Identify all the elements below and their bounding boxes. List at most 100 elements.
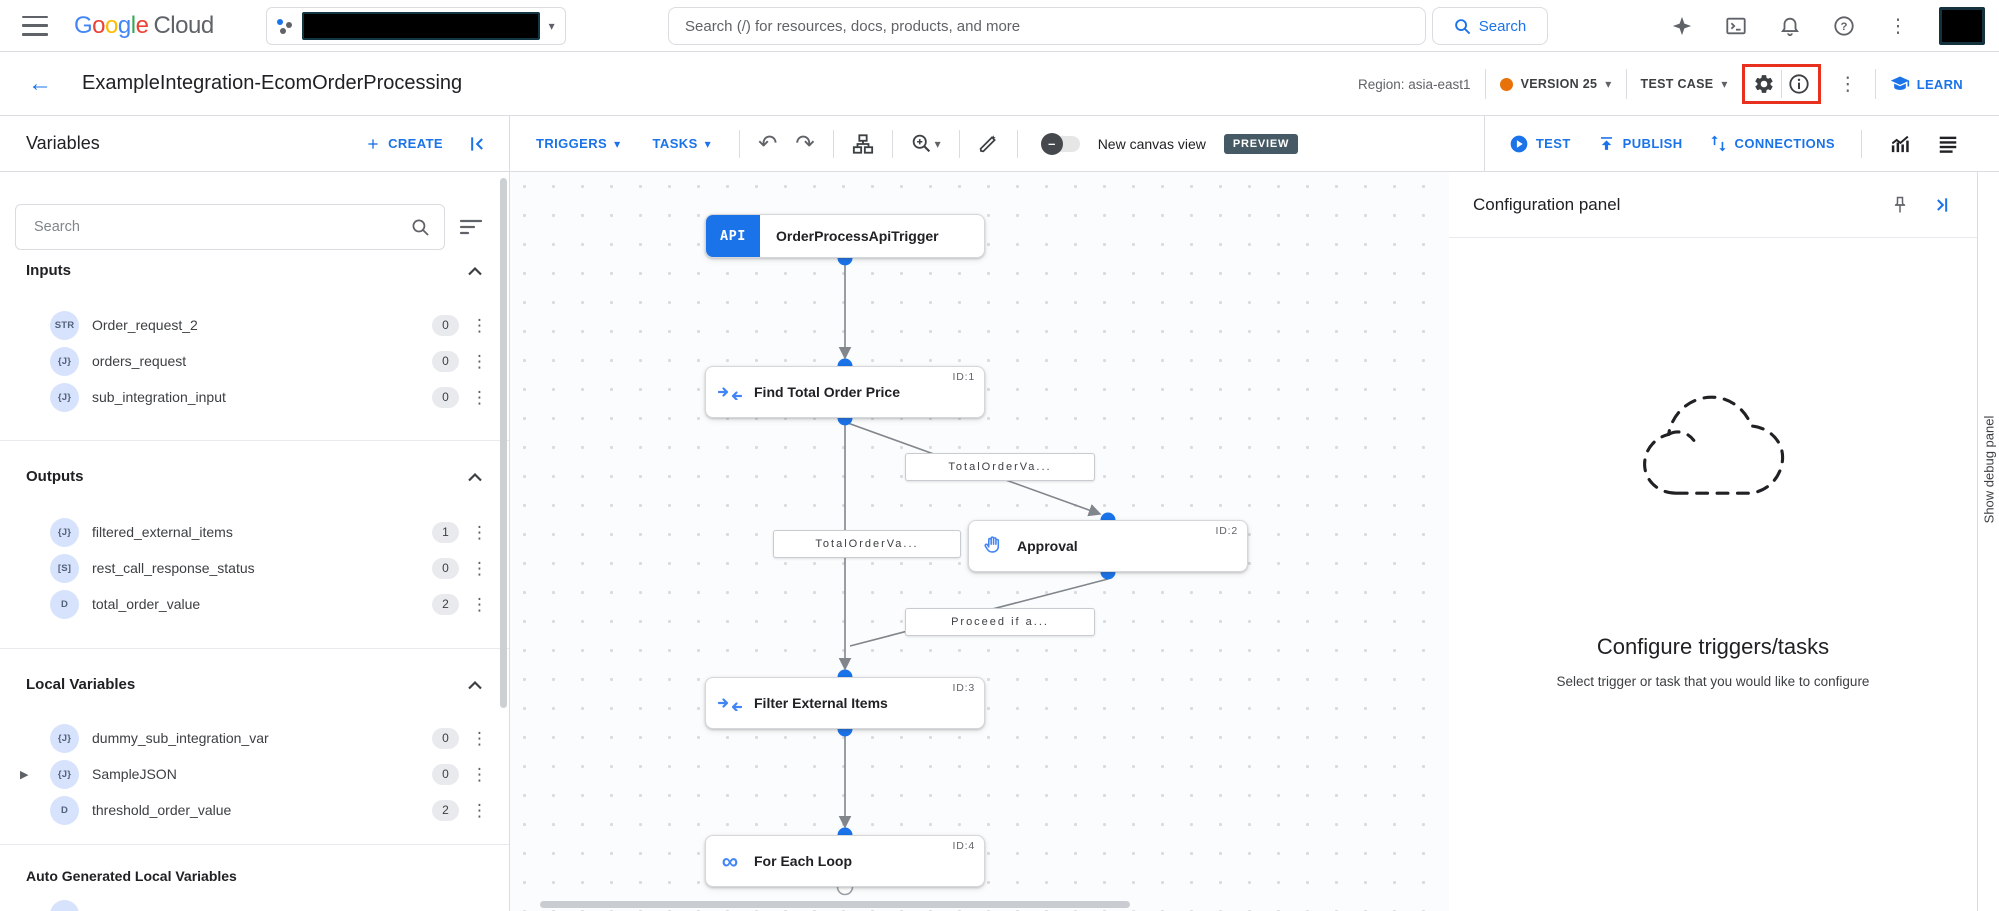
- play-icon: [1510, 135, 1528, 152]
- variables-search-box: [15, 204, 445, 250]
- data-mapping-icon: [706, 384, 754, 400]
- show-debug-panel-label[interactable]: Show debug panel: [1981, 415, 1996, 524]
- more-actions-icon[interactable]: ⋮: [1838, 73, 1858, 95]
- node-filter-external-items[interactable]: ID:3 Filter External Items: [705, 677, 985, 729]
- publish-button[interactable]: PUBLISH: [1597, 134, 1683, 153]
- var-type-chip: {J}: [50, 723, 79, 753]
- notifications-bell-icon[interactable]: [1777, 13, 1803, 39]
- variable-row[interactable]: D threshold_order_value 2 ⋮: [0, 792, 509, 828]
- expand-arrow-icon[interactable]: ▶: [20, 768, 29, 781]
- help-icon[interactable]: ?: [1831, 13, 1857, 39]
- section-header-inputs[interactable]: Inputs: [26, 262, 483, 279]
- gemini-spark-icon[interactable]: [1669, 13, 1695, 39]
- magic-edit-icon[interactable]: [978, 133, 999, 154]
- redo-icon[interactable]: ↷: [795, 130, 815, 156]
- publish-label: PUBLISH: [1622, 136, 1683, 151]
- row-menu-icon[interactable]: ⋮: [471, 387, 488, 407]
- global-search-input[interactable]: [685, 17, 1409, 35]
- variable-row[interactable]: [S] rest_call_response_status 0 ⋮: [0, 550, 509, 586]
- auto-layout-icon[interactable]: [852, 133, 874, 155]
- var-name: rest_call_response_status: [92, 560, 255, 576]
- search-icon: [412, 219, 429, 236]
- var-type-chip: [S]: [50, 553, 79, 583]
- data-mapping-icon: [706, 695, 754, 711]
- divider: [1861, 129, 1862, 158]
- row-menu-icon[interactable]: ⋮: [471, 764, 488, 784]
- variables-sidebar: Inputs STR Order_request_2 0 ⋮ {J} order…: [0, 172, 510, 911]
- pin-icon[interactable]: [1887, 192, 1913, 218]
- sidebar-scrollbar[interactable]: [500, 178, 507, 708]
- node-approval[interactable]: ID:2 Approval: [968, 520, 1248, 572]
- connections-button[interactable]: CONNECTIONS: [1709, 134, 1835, 153]
- section-title: Outputs: [26, 468, 84, 485]
- collapse-panel-icon[interactable]: [465, 131, 491, 157]
- node-for-each-loop[interactable]: ID:4 ∞ For Each Loop: [705, 835, 985, 887]
- tasks-dropdown[interactable]: TASKS ▾: [653, 136, 712, 151]
- variable-row[interactable]: STR Order_request_2 0 ⋮: [0, 307, 509, 343]
- variable-row[interactable]: {J} filtered_external_items 1 ⋮: [0, 514, 509, 550]
- account-avatar[interactable]: [1939, 7, 1985, 45]
- zoom-dropdown[interactable]: ▾: [911, 133, 941, 154]
- var-name: threshold_order_value: [92, 802, 232, 818]
- node-label: Filter External Items: [754, 695, 888, 711]
- usage-count-badge: 2: [432, 593, 459, 615]
- section-header-outputs[interactable]: Outputs: [26, 468, 483, 485]
- row-menu-icon[interactable]: ⋮: [471, 351, 488, 371]
- edge-label[interactable]: TotalOrderVa...: [773, 530, 961, 558]
- variables-search-input[interactable]: [34, 219, 411, 235]
- chevron-down-icon: ▾: [548, 18, 555, 33]
- variable-row[interactable]: D total_order_value 2 ⋮: [0, 586, 509, 622]
- test-button[interactable]: TEST: [1509, 134, 1571, 154]
- var-name: orders_request: [92, 353, 187, 369]
- project-icon: [276, 18, 293, 34]
- variable-row[interactable]: {J} orders_request 0 ⋮: [0, 343, 509, 379]
- debug-panel-strip[interactable]: Show debug panel: [1977, 172, 1999, 911]
- undo-icon[interactable]: ↶: [758, 130, 778, 156]
- row-menu-icon[interactable]: ⋮: [471, 558, 488, 578]
- back-arrow-icon[interactable]: ←: [28, 69, 52, 97]
- chevron-down-icon: ▾: [1721, 77, 1728, 91]
- search-button[interactable]: Search: [1432, 7, 1548, 45]
- test-case-dropdown[interactable]: TEST CASE ▾: [1641, 77, 1728, 91]
- edge-label[interactable]: Proceed if a...: [905, 608, 1095, 636]
- row-menu-icon[interactable]: ⋮: [471, 522, 488, 542]
- empty-state-cloud-illustration: [1449, 378, 1977, 510]
- new-canvas-view-toggle[interactable]: –: [1040, 132, 1080, 155]
- row-menu-icon[interactable]: ⋮: [471, 594, 488, 614]
- var-type-chip: {J}: [50, 759, 79, 789]
- more-options-icon[interactable]: ⋮: [1888, 15, 1908, 37]
- info-icon[interactable]: [1786, 71, 1812, 97]
- analytics-icon[interactable]: [1888, 132, 1911, 155]
- flow-canvas[interactable]: API OrderProcessApiTrigger ID:1 Find Tot…: [510, 172, 1449, 911]
- section-header-local-variables[interactable]: Local Variables: [26, 676, 483, 693]
- node-order-process-api-trigger[interactable]: API OrderProcessApiTrigger: [705, 214, 985, 258]
- learn-button[interactable]: LEARN: [1890, 74, 1963, 94]
- variable-row[interactable]: {J} sub_integration_input 0 ⋮: [0, 379, 509, 415]
- collapse-right-icon[interactable]: [1929, 192, 1955, 218]
- node-label: Approval: [1017, 538, 1078, 554]
- version-dropdown[interactable]: VERSION 25 ▾: [1499, 77, 1612, 91]
- main-menu-icon[interactable]: [22, 15, 48, 36]
- cloud-shell-icon[interactable]: [1723, 13, 1749, 39]
- tasks-label: TASKS: [652, 136, 698, 151]
- project-selector[interactable]: ▾: [265, 6, 566, 45]
- filter-sort-icon[interactable]: [459, 217, 483, 237]
- canvas-toolbar: TRIGGERS ▾ TASKS ▾ ↶ ↷ ▾: [510, 116, 1484, 171]
- triggers-dropdown[interactable]: TRIGGERS ▾: [536, 136, 621, 151]
- row-menu-icon[interactable]: ⋮: [471, 728, 488, 748]
- configure-heading: Configure triggers/tasks: [1596, 634, 1830, 659]
- logo-letter: l: [130, 11, 136, 39]
- row-menu-icon[interactable]: ⋮: [471, 315, 488, 335]
- variable-row[interactable]: {J} dummy_sub_integration_var 0 ⋮: [0, 720, 509, 756]
- loop-infinity-icon: ∞: [721, 847, 739, 874]
- logs-icon[interactable]: [1937, 133, 1959, 155]
- search-button-label: Search: [1478, 17, 1527, 35]
- variable-row[interactable]: ▶ {J} SampleJSON 0 ⋮: [0, 756, 509, 792]
- create-variable-button[interactable]: CREATE: [365, 136, 443, 152]
- edge-label[interactable]: TotalOrderVa...: [905, 453, 1095, 481]
- row-menu-icon[interactable]: ⋮: [471, 800, 488, 820]
- canvas-horizontal-scrollbar[interactable]: [540, 901, 1130, 908]
- settings-gear-icon[interactable]: [1751, 71, 1777, 97]
- node-find-total-order-price[interactable]: ID:1 Find Total Order Price: [705, 366, 985, 418]
- triggers-label: TRIGGERS: [536, 136, 608, 151]
